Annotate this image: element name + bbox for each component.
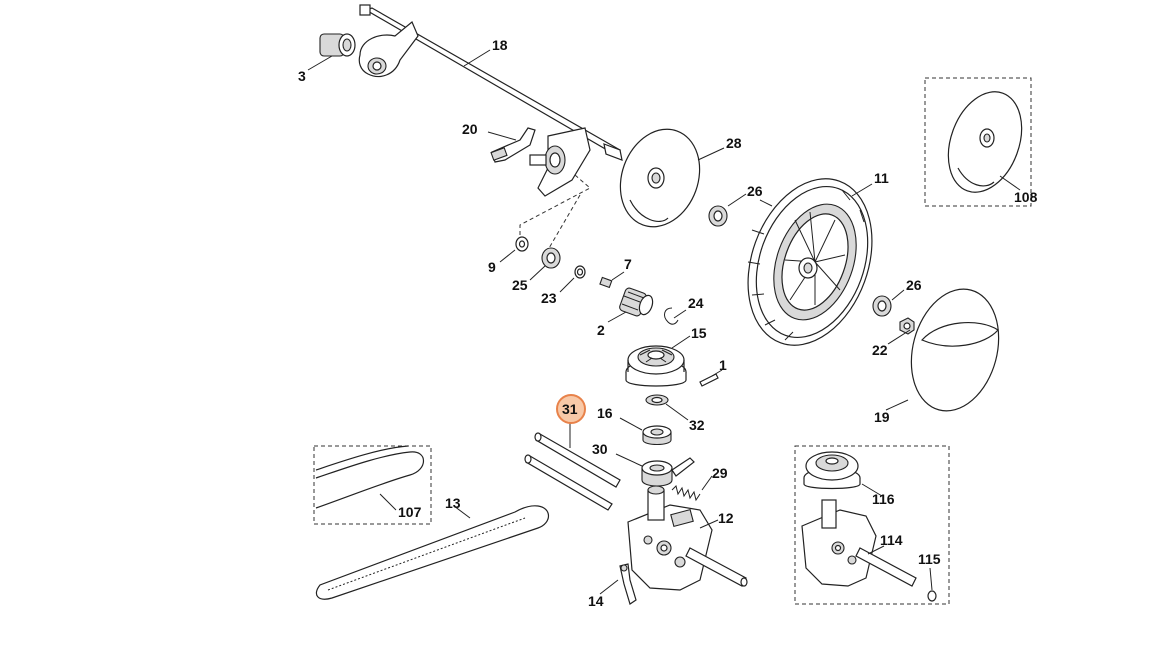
callout-15[interactable]: 15: [691, 325, 707, 341]
bearing-part-16[interactable]: [642, 425, 672, 446]
ratchet-pinion-part[interactable]: [319, 33, 356, 57]
bearing-part-25[interactable]: [541, 247, 561, 269]
flat-belt-option-box[interactable]: [313, 445, 432, 525]
washer-part[interactable]: [515, 236, 529, 252]
callout-108[interactable]: 108: [1014, 189, 1038, 205]
wheel-cover-part[interactable]: [898, 279, 1011, 421]
callout-13[interactable]: 13: [445, 495, 461, 511]
selected-part-marker: [556, 394, 586, 424]
callout-2[interactable]: 2: [597, 322, 605, 338]
callout-115[interactable]: 115: [918, 551, 941, 567]
key-part[interactable]: [599, 276, 613, 289]
nut-part[interactable]: [899, 317, 915, 335]
callout-23[interactable]: 23: [541, 290, 557, 306]
callout-29[interactable]: 29: [712, 465, 728, 481]
alt-gearbox-option-box[interactable]: [794, 445, 950, 605]
lever-part[interactable]: [490, 127, 536, 163]
bearing-part-lower[interactable]: [872, 295, 892, 317]
wheel-part[interactable]: [726, 161, 894, 362]
callout-26-lower[interactable]: 26: [906, 277, 922, 293]
callout-25[interactable]: 25: [512, 277, 528, 293]
pulley-part[interactable]: [625, 345, 687, 387]
pinion-part[interactable]: [619, 287, 655, 317]
callout-7[interactable]: 7: [624, 256, 632, 272]
callout-32[interactable]: 32: [689, 417, 705, 433]
callout-22[interactable]: 22: [872, 342, 888, 358]
pin-part[interactable]: [699, 373, 719, 387]
callout-116[interactable]: 116: [872, 491, 895, 507]
height-adjust-bracket[interactable]: [529, 127, 591, 197]
callout-28[interactable]: 28: [726, 135, 742, 151]
axle-bracket-part[interactable]: [358, 21, 419, 78]
callout-1[interactable]: 1: [719, 357, 727, 373]
bearing-part-upper[interactable]: [708, 205, 728, 227]
callout-12[interactable]: 12: [718, 510, 734, 526]
callout-30[interactable]: 30: [592, 441, 608, 457]
rear-axle-shaft[interactable]: [359, 4, 623, 161]
callout-16[interactable]: 16: [597, 405, 613, 421]
hub-cap-option-box[interactable]: [924, 77, 1035, 207]
clutch-bushing-part[interactable]: [641, 457, 695, 487]
callout-labels: 1 2 3 7 9 11 12 13 14 15 16 18 19 20 22 …: [298, 37, 1038, 609]
circlip-part[interactable]: [664, 307, 679, 325]
shift-lever-part[interactable]: [619, 563, 637, 605]
callout-11[interactable]: 11: [874, 170, 889, 186]
callout-24[interactable]: 24: [688, 295, 704, 311]
leader-lines: [307, 49, 1021, 595]
callout-26-upper[interactable]: 26: [747, 183, 763, 199]
callout-3[interactable]: 3: [298, 68, 306, 84]
callout-20[interactable]: 20: [462, 121, 478, 137]
gearbox-part[interactable]: [627, 485, 748, 591]
shift-rod-part[interactable]: [524, 432, 621, 511]
callout-114[interactable]: 114: [880, 532, 903, 548]
spring-part[interactable]: [671, 485, 701, 502]
callout-9[interactable]: 9: [488, 259, 496, 275]
callout-14[interactable]: 14: [588, 593, 604, 609]
callout-31[interactable]: 31: [562, 401, 578, 417]
callout-19[interactable]: 19: [874, 409, 890, 425]
callout-18[interactable]: 18: [492, 37, 508, 53]
ring-part[interactable]: [574, 265, 586, 279]
v-belt-part[interactable]: [315, 505, 550, 600]
hub-cap-part[interactable]: [607, 118, 713, 238]
washer-part-32[interactable]: [645, 394, 669, 406]
callout-107[interactable]: 107: [398, 504, 422, 520]
